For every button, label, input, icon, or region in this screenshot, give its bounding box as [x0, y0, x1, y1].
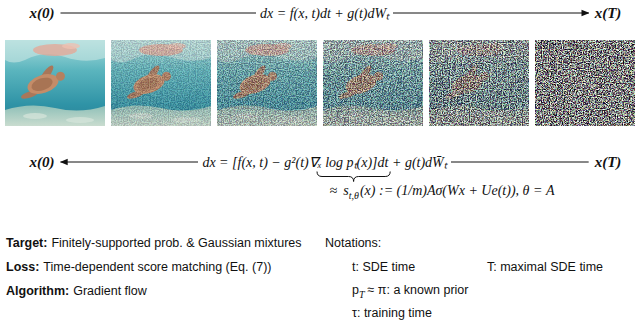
notation-entry: T: maximal SDE time: [487, 260, 603, 275]
sde-equation: dx = [f(x, t) − g²(t)∇ₓ log pₜ(x)]dt + g…: [198, 154, 450, 171]
field-value: Gradient flow: [73, 284, 147, 299]
state-node: x(T): [593, 153, 624, 171]
notation-entry: t: SDE time: [352, 260, 415, 275]
field-value: Finitely-supported prob. & Gaussian mixt…: [51, 236, 301, 251]
score-network: (x) := (1/m)Aσ(Wx + Ue(t)), θ = A: [360, 182, 555, 199]
image-frame-2: [111, 40, 211, 126]
state-node: x(0): [28, 4, 57, 22]
score-subscript: t,θ: [349, 190, 359, 202]
field-name: Loss:: [6, 260, 39, 275]
state-label: x(0): [30, 153, 55, 171]
underbrace: [317, 172, 390, 182]
state-label: x(0): [30, 4, 55, 22]
image-frame-3: [217, 40, 317, 126]
image-frame-6: [535, 40, 635, 126]
field-name: Algorithm:: [6, 284, 69, 299]
image-frame-4: [323, 40, 423, 126]
field-name: Target:: [6, 236, 47, 251]
field-value: Time-dependent score matching (Eq. (7)): [43, 260, 271, 275]
notation-heading: Notations:: [325, 236, 381, 251]
approx-sign: ≈: [330, 182, 338, 199]
score-symbol: s: [343, 182, 348, 199]
state-label: x(T): [595, 4, 622, 22]
image-frame-5: [429, 40, 529, 126]
state-node: x(T): [593, 4, 624, 22]
state-label: x(T): [595, 153, 622, 171]
notation-symbol: p: [352, 283, 359, 298]
notation-subscript: T: [359, 289, 365, 301]
image-frame-1: [5, 40, 105, 126]
state-node: x(0): [28, 153, 57, 171]
notation-entry: τ: training time: [352, 306, 432, 321]
notation-entry: ≈ π: a known prior: [368, 283, 469, 298]
sde-equation: dx = f(x, t)dt + g(t)dWₜ: [256, 5, 393, 22]
